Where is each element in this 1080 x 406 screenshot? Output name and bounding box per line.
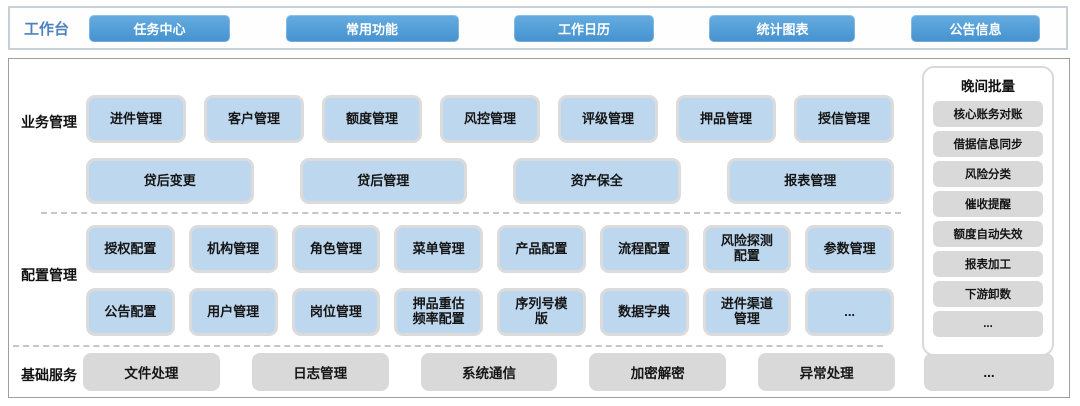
module-box-position-mgmt: 岗位管理 [291, 288, 381, 336]
module-box-announcement-config: 公告配置 [86, 288, 175, 336]
section-divider-config-base [13, 345, 883, 347]
tab-statistics-charts[interactable]: 统计图表 [709, 14, 856, 42]
service-box-file-processing: 文件处理 [83, 353, 220, 391]
business-row-2: 贷后变更 贷后管理 资产保全 报表管理 [86, 158, 894, 204]
batch-item-downstream-data-export: 下游卸数 [933, 281, 1043, 307]
config-row-1: 授权配置 机构管理 角色管理 菜单管理 产品配置 流程配置 风险探测配置 参数管… [86, 225, 894, 273]
batch-item-report-processing: 报表加工 [933, 251, 1043, 277]
workbench-bar: 工作台 任务中心 常用功能 工作日历 统计图表 公告信息 [8, 6, 1068, 50]
batch-item-quota-auto-expiry: 额度自动失效 [933, 221, 1043, 247]
batch-item-core-account-reconciliation: 核心账务对账 [933, 101, 1043, 127]
tab-task-center[interactable]: 任务中心 [89, 14, 231, 42]
section-label-config: 配置管理 [21, 267, 77, 283]
module-box-collateral-revaluation-config: 押品重估频率配置 [394, 288, 483, 336]
workbench-buttons: 任务中心 常用功能 工作日历 统计图表 公告信息 [89, 14, 1040, 42]
module-box-credit-mgmt: 授信管理 [794, 95, 894, 143]
module-box-parameter-mgmt: 参数管理 [805, 225, 894, 273]
module-box-user-mgmt: 用户管理 [188, 288, 278, 336]
module-box-post-loan-mgmt: 贷后管理 [299, 158, 467, 204]
module-box-authorization-config: 授权配置 [86, 225, 175, 273]
tab-common-functions[interactable]: 常用功能 [285, 14, 459, 42]
module-box-workflow-config: 流程配置 [599, 225, 689, 273]
batch-item-risk-classification: 风险分类 [933, 161, 1043, 187]
service-box-system-communication: 系统通信 [420, 353, 558, 391]
module-box-asset-preservation: 资产保全 [513, 158, 681, 204]
module-box-serial-number-template: 序列号模版 [497, 288, 586, 336]
service-box-encryption-decryption: 加密解密 [589, 353, 727, 391]
module-box-data-dictionary: 数据字典 [599, 288, 689, 336]
module-box-rating-mgmt: 评级管理 [558, 95, 658, 143]
module-box-risk-detection-config: 风险探测配置 [702, 225, 792, 273]
module-box-config-more: ... [805, 288, 894, 336]
module-box-report-mgmt: 报表管理 [726, 158, 894, 204]
night-batch-panel: 晚间批量 核心账务对账 借据信息同步 风险分类 催收提醒 额度自动失效 报表加工… [922, 66, 1054, 356]
module-box-menu-mgmt: 菜单管理 [394, 225, 483, 273]
config-row-2: 公告配置 用户管理 岗位管理 押品重估频率配置 序列号模版 数据字典 进件渠道管… [86, 288, 894, 336]
business-row-1: 进件管理 客户管理 额度管理 风控管理 评级管理 押品管理 授信管理 [86, 95, 894, 143]
module-box-quota-mgmt: 额度管理 [322, 95, 422, 143]
batch-item-iou-info-sync: 借据信息同步 [933, 131, 1043, 157]
service-box-exception-handling: 异常处理 [758, 353, 895, 391]
main-panel: 业务管理 配置管理 基础服务 进件管理 客户管理 额度管理 风控管理 评级管理 … [8, 58, 1070, 398]
section-label-base: 基础服务 [21, 367, 77, 383]
module-box-role-mgmt: 角色管理 [291, 225, 381, 273]
section-divider-business-config [41, 212, 901, 214]
section-label-business: 业务管理 [21, 114, 77, 130]
night-batch-title: 晚间批量 [961, 79, 1015, 94]
tab-announcements[interactable]: 公告信息 [910, 14, 1040, 42]
module-box-post-loan-change: 贷后变更 [86, 158, 254, 204]
tab-work-calendar[interactable]: 工作日历 [513, 14, 654, 42]
batch-item-more: ... [933, 311, 1043, 337]
workbench-label: 工作台 [24, 20, 70, 38]
service-box-more: ... [924, 353, 1054, 391]
module-box-organization-mgmt: 机构管理 [188, 225, 278, 273]
module-box-risk-control-mgmt: 风控管理 [440, 95, 540, 143]
module-box-collateral-mgmt: 押品管理 [676, 95, 776, 143]
module-box-product-config: 产品配置 [497, 225, 586, 273]
module-box-intake-mgmt: 进件管理 [86, 95, 186, 143]
module-box-intake-channel-mgmt: 进件渠道管理 [702, 288, 792, 336]
base-services-row: 文件处理 日志管理 系统通信 加密解密 异常处理 [83, 353, 895, 391]
module-box-customer-mgmt: 客户管理 [204, 95, 304, 143]
batch-item-collection-reminder: 催收提醒 [933, 191, 1043, 217]
service-box-log-mgmt: 日志管理 [251, 353, 389, 391]
